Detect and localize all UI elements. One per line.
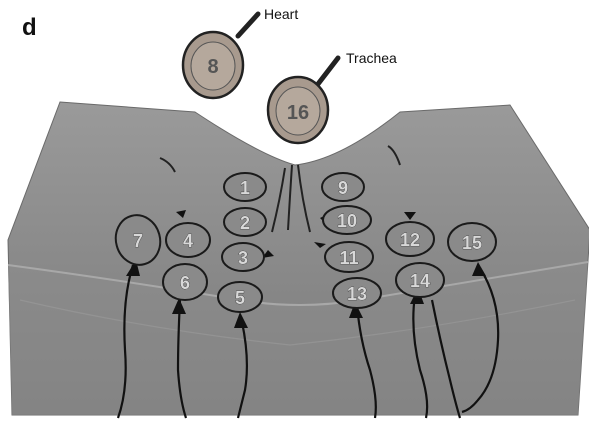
heart-callout-label: Heart <box>264 6 298 22</box>
svg-text:13: 13 <box>347 284 367 304</box>
sensor-5: 5 <box>218 282 262 312</box>
svg-text:14: 14 <box>410 271 430 291</box>
heart-sensor-number: 8 <box>207 56 218 78</box>
trachea-sensor: 16 <box>268 58 338 143</box>
panel-label: d <box>22 14 37 42</box>
svg-text:5: 5 <box>235 288 245 308</box>
svg-text:2: 2 <box>240 213 250 233</box>
trachea-sensor-number: 16 <box>287 102 309 124</box>
svg-text:11: 11 <box>339 248 358 268</box>
sensor-1: 1 <box>224 173 266 201</box>
svg-text:7: 7 <box>133 231 143 251</box>
trachea-callout-label: Trachea <box>346 50 397 66</box>
sensor-11: 11 <box>325 242 373 272</box>
sensor-2: 2 <box>224 208 266 236</box>
svg-text:15: 15 <box>462 233 482 253</box>
sensor-10: 10 <box>323 206 371 234</box>
sensor-3: 3 <box>222 243 264 271</box>
sensor-4: 4 <box>166 223 210 257</box>
svg-text:9: 9 <box>338 178 348 198</box>
sensor-9: 9 <box>322 173 364 201</box>
svg-text:4: 4 <box>183 231 193 251</box>
sensor-14: 14 <box>396 263 444 297</box>
svg-text:6: 6 <box>180 273 190 293</box>
svg-text:1: 1 <box>240 178 250 198</box>
svg-text:3: 3 <box>238 248 248 268</box>
svg-text:10: 10 <box>337 211 357 231</box>
sensor-13: 13 <box>333 278 381 308</box>
sensor-12: 12 <box>386 222 434 256</box>
heart-sensor: 8 <box>183 14 258 98</box>
svg-text:12: 12 <box>400 230 420 250</box>
sensor-15: 15 <box>448 223 496 261</box>
sensor-6: 6 <box>163 264 207 300</box>
